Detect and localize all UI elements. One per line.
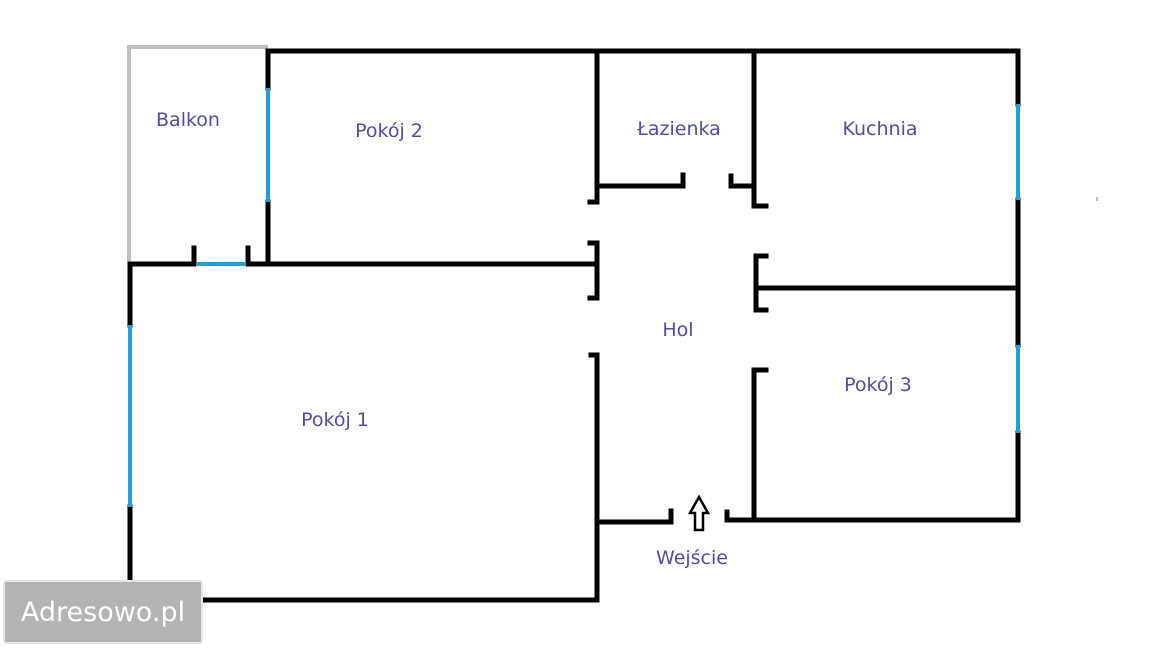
balcony-railing [127,45,268,262]
room-label-hol: Hol [662,319,694,341]
room-label-balkon: Balkon [156,109,220,131]
walls [127,48,1021,603]
entrance-label: Wejście [656,547,728,569]
watermark-text: Adresowo.pl [20,596,186,628]
room-label-pokoj-1: Pokój 1 [301,409,369,431]
windows [128,88,1020,507]
room-label-pokoj-3: Pokój 3 [844,374,912,396]
room-label-kuchnia: Kuchnia [842,118,918,140]
stray-dot [1096,197,1098,201]
entrance-arrow-icon [687,494,711,532]
room-label-lazienka: Łazienka [637,118,721,140]
watermark-logo: Adresowo.pl [3,580,203,644]
room-label-pokoj-2: Pokój 2 [355,120,423,142]
